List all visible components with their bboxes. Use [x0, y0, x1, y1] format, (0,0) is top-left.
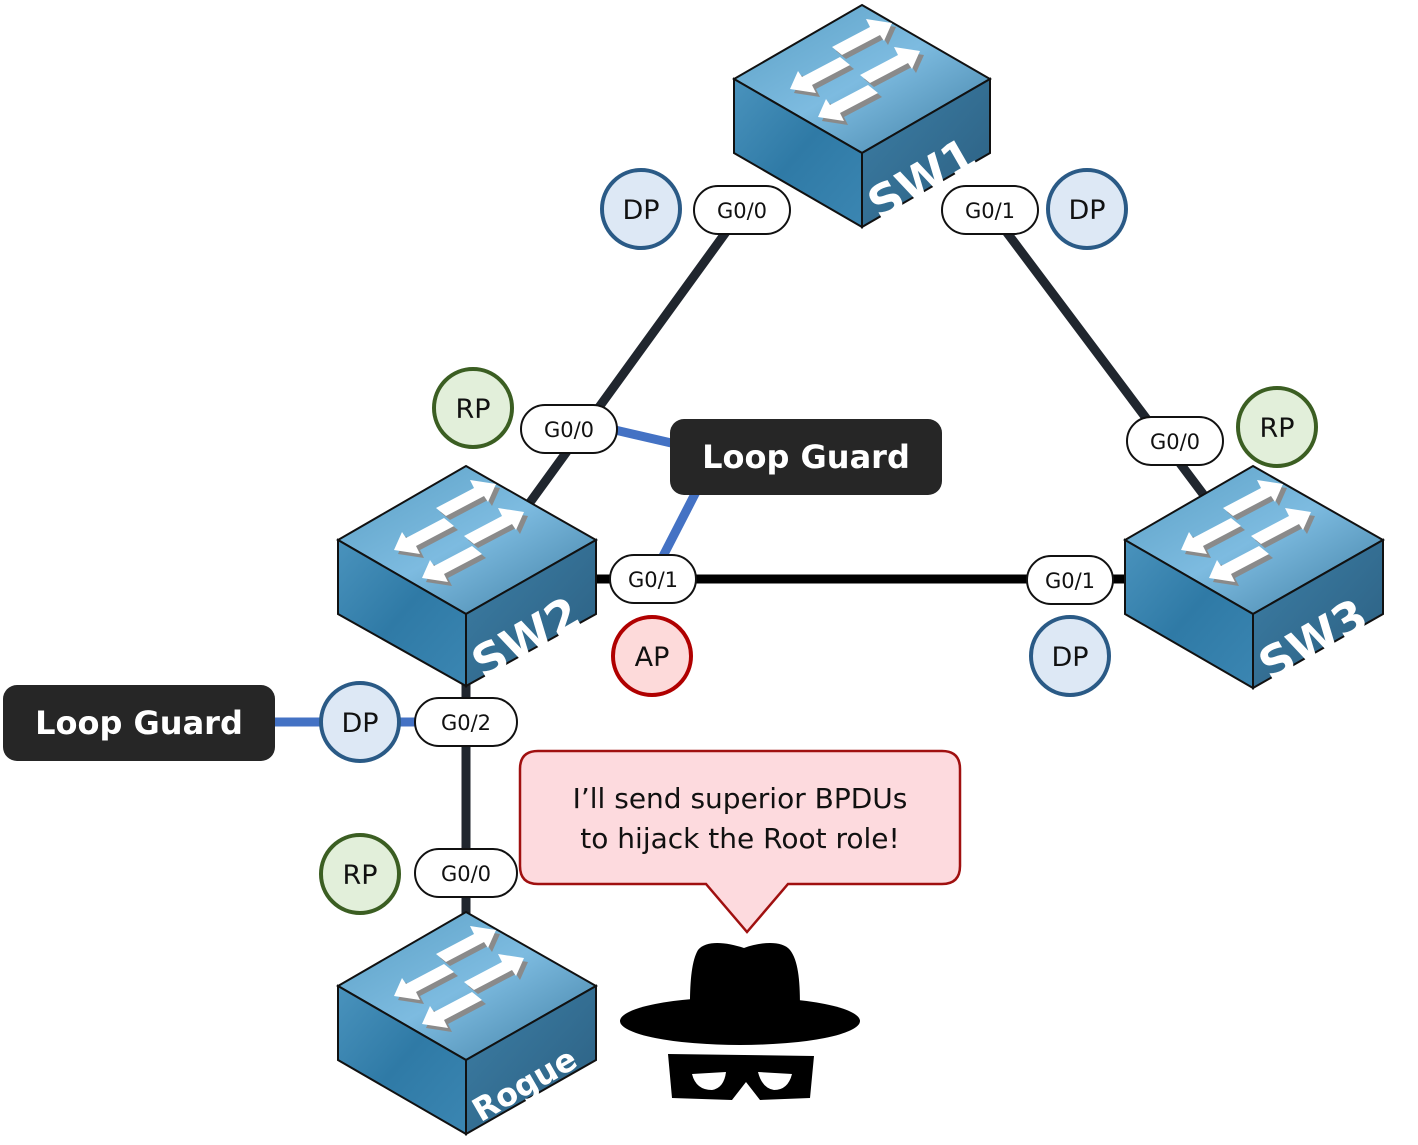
role-label: DP — [622, 195, 659, 226]
role-label: DP — [1051, 642, 1088, 673]
role-label: AP — [635, 642, 670, 673]
role-sw3-g00-rp: RP — [1236, 386, 1318, 468]
port-sw3-g01[interactable]: G0/1 — [1026, 555, 1114, 605]
port-label: G0/1 — [965, 199, 1015, 223]
speech-line-1: I’ll send superior BPDUs — [573, 782, 908, 815]
port-label: G0/1 — [628, 568, 678, 592]
switch-sw2[interactable]: SW2 — [336, 464, 599, 690]
role-label: DP — [341, 708, 378, 739]
role-sw1-g01-dp: DP — [1046, 168, 1128, 250]
loop-guard-upper: Loop Guard — [670, 419, 942, 495]
role-sw2-g00-rp: RP — [432, 367, 514, 449]
loop-guard-left: Loop Guard — [3, 685, 275, 761]
role-label: RP — [1259, 413, 1294, 444]
port-sw2-g02[interactable]: G0/2 — [414, 697, 518, 747]
port-sw2-g00[interactable]: G0/0 — [520, 404, 618, 454]
port-label: G0/0 — [441, 862, 491, 886]
port-label: G0/0 — [717, 199, 767, 223]
guard-connector-g01 — [655, 487, 702, 565]
role-sw2-g02-dp: DP — [319, 681, 401, 763]
switch-right-face — [1252, 538, 1384, 690]
role-sw1-g00-dp: DP — [600, 168, 682, 250]
role-label: RP — [342, 860, 377, 891]
role-label: DP — [1068, 195, 1105, 226]
speech-line-2: to hijack the Root role! — [580, 822, 899, 855]
port-labels: G0/0 G0/1 G0/0 G0/1 G0/2 G0/0 G0/1 G0/0 — [414, 185, 1224, 898]
switch-right-face — [465, 984, 597, 1136]
port-label: G0/0 — [1150, 430, 1200, 454]
attacker-speech-bubble: I’ll send superior BPDUs to hijack the R… — [518, 749, 962, 934]
spy-hat-mask-icon — [620, 943, 860, 1100]
role-sw2-g01-ap: AP — [611, 615, 693, 697]
role-sw3-g01-dp: DP — [1029, 615, 1111, 697]
port-label: G0/1 — [1045, 569, 1095, 593]
port-roles: DP DP RP AP DP RP DP RP — [319, 168, 1318, 915]
switch-right-face — [465, 538, 597, 688]
port-rogue-g00[interactable]: G0/0 — [414, 848, 518, 898]
role-rogue-g00-rp: RP — [319, 833, 401, 915]
port-label: G0/0 — [544, 418, 594, 442]
link-sw1-sw2 — [506, 207, 746, 533]
switch-rogue[interactable]: Rogue — [336, 910, 599, 1136]
port-sw1-g01[interactable]: G0/1 — [941, 185, 1039, 235]
switch-sw3[interactable]: SW3 — [1123, 464, 1386, 692]
port-sw1-g00[interactable]: G0/0 — [693, 185, 791, 235]
loop-guard-label: Loop Guard — [35, 704, 243, 742]
guard-connector-g00 — [613, 425, 682, 450]
port-label: G0/2 — [441, 711, 491, 735]
port-sw2-g01[interactable]: G0/1 — [609, 554, 697, 604]
role-label: RP — [455, 394, 490, 425]
loop-guard-label: Loop Guard — [702, 438, 910, 476]
switch-right-face — [861, 77, 991, 229]
port-sw3-g00[interactable]: G0/0 — [1126, 416, 1224, 466]
